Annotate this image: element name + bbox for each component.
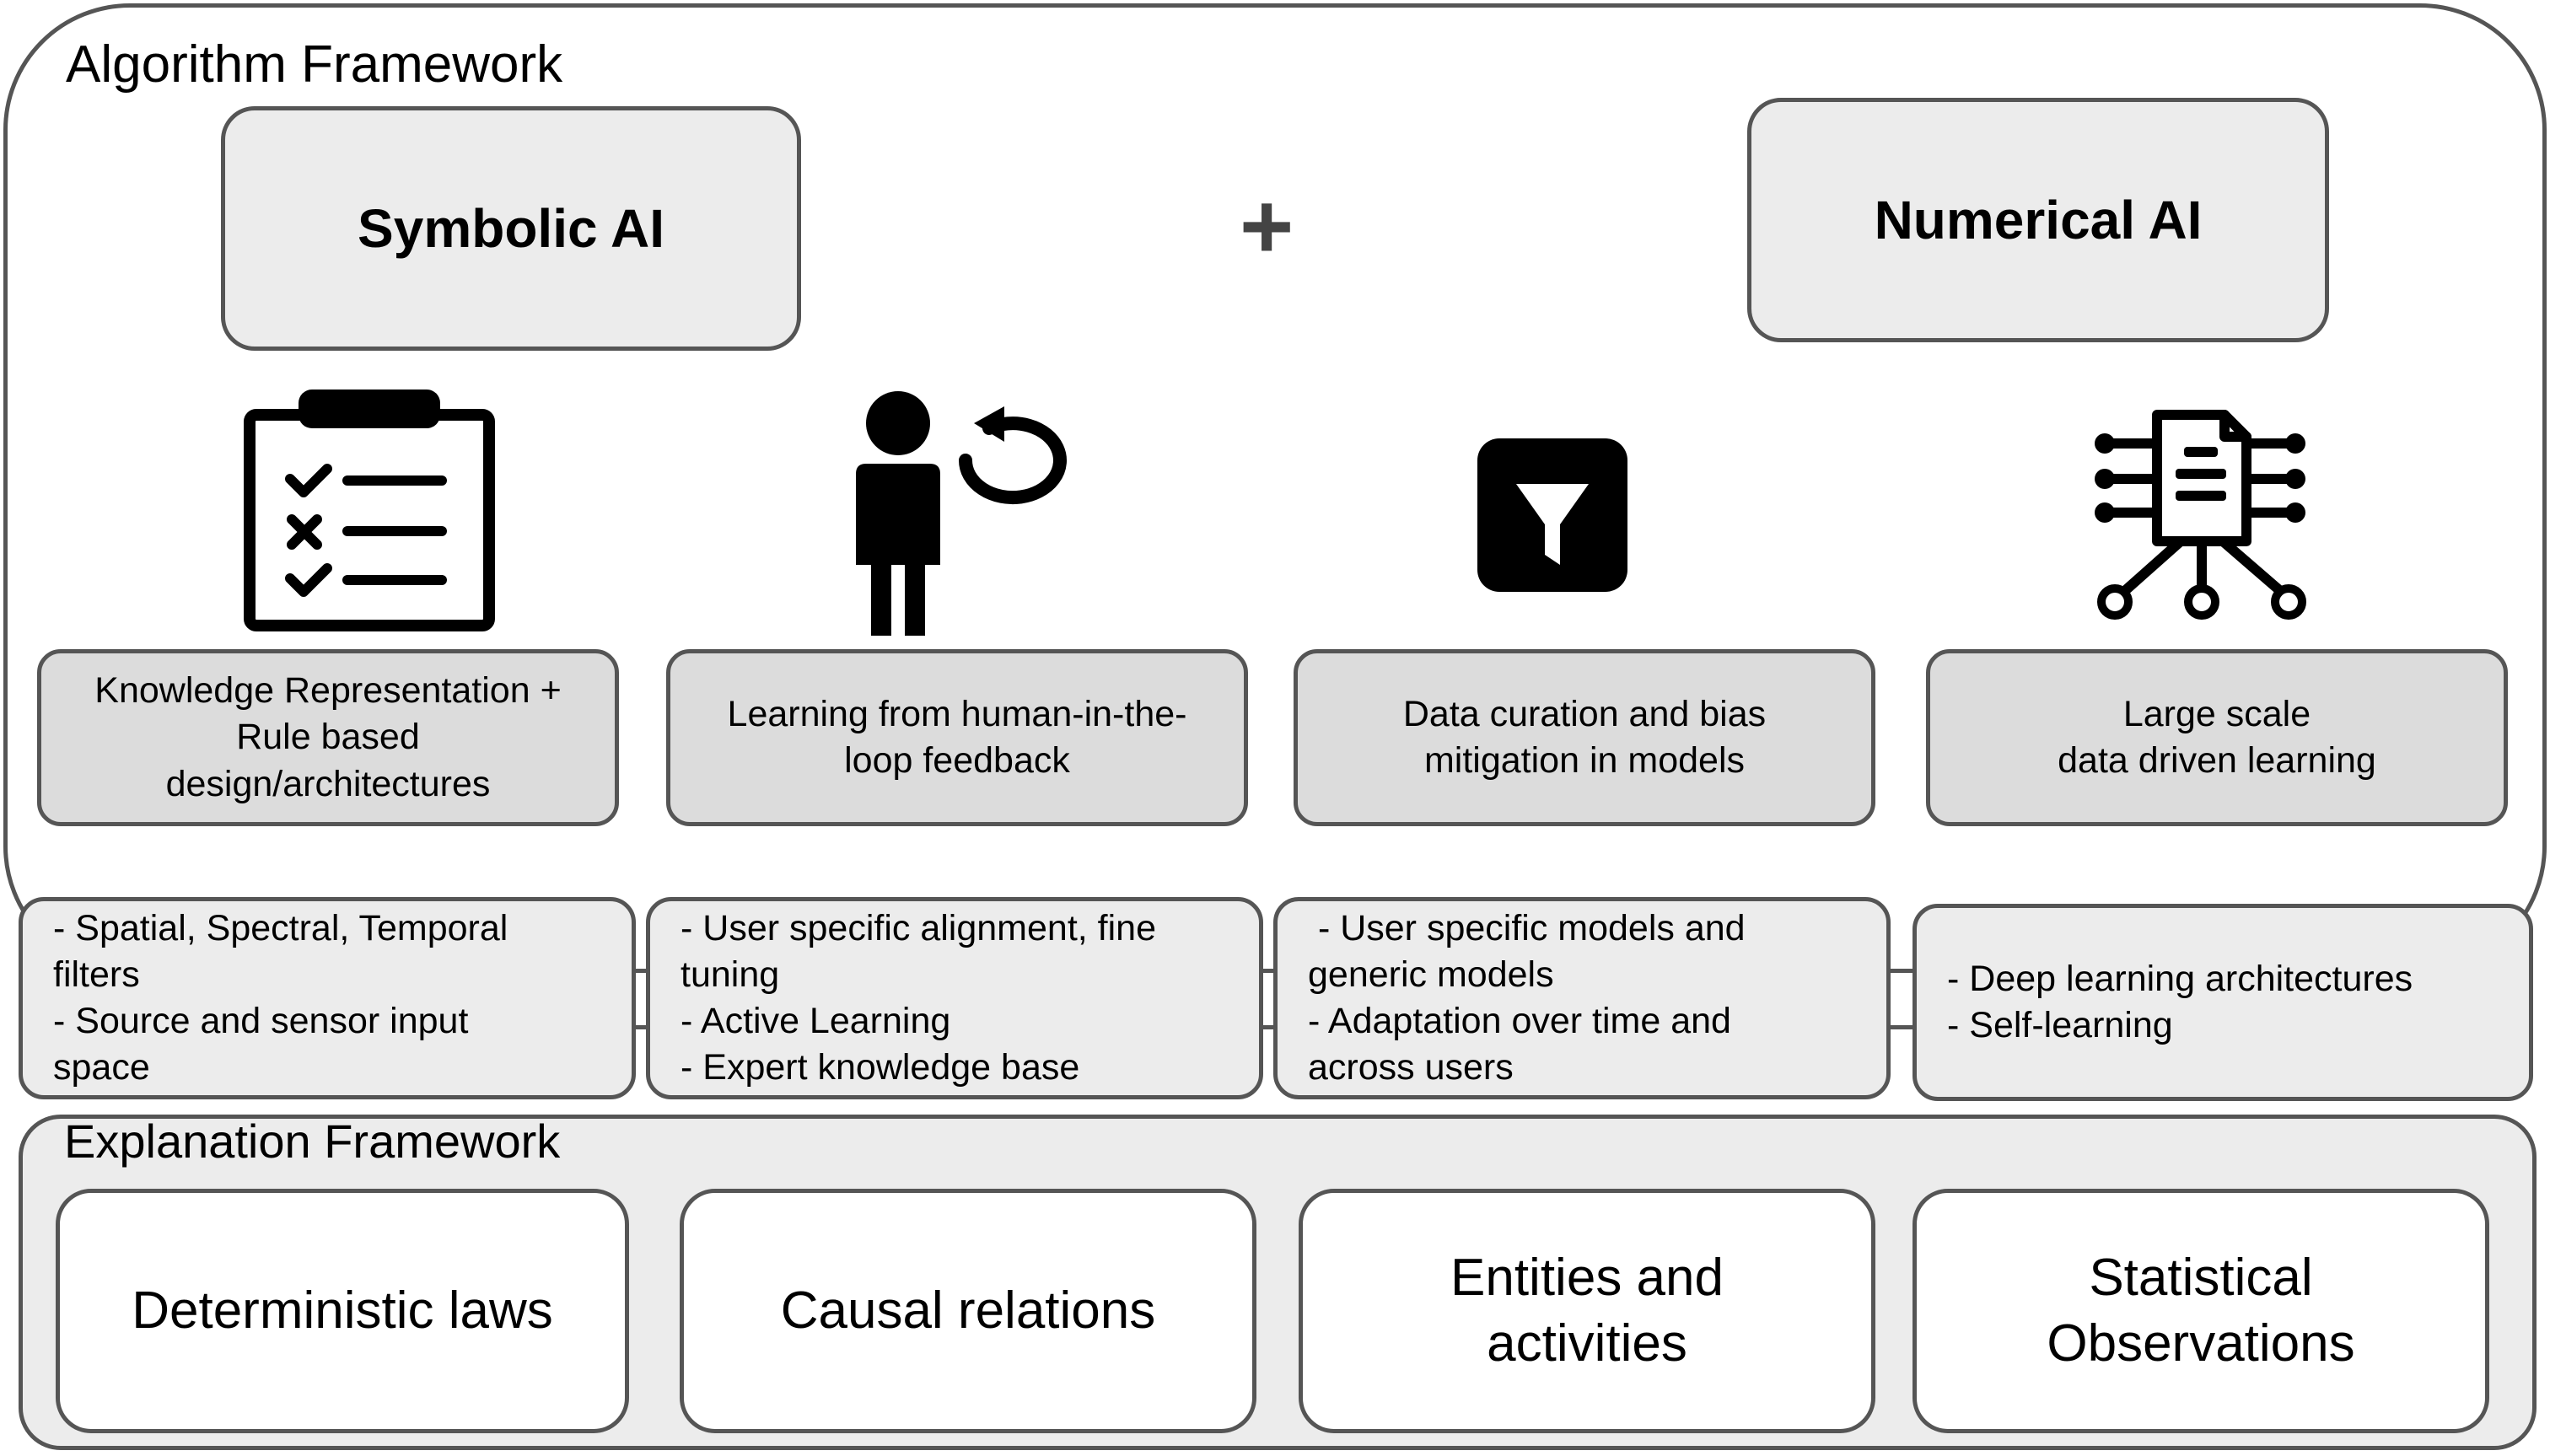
detail-line: - Source and sensor input [53,1001,469,1041]
checklist-icon [243,386,496,637]
algorithm-framework-title: Algorithm Framework [66,35,563,94]
concept-line: Large scale [2122,693,2311,734]
detail-line: generic models [1308,954,1554,995]
explanation-statistical-observations: Statistical Observations [1912,1189,2489,1433]
concept-line: Knowledge Representation + [94,670,562,712]
human-feedback-icon [839,390,1084,643]
data-network-icon [2090,406,2311,626]
detail-connector [1887,1025,1916,1029]
explanation-line: Observations [2047,1314,2355,1373]
detail-line: - Expert knowledge base [681,1047,1080,1088]
explanation-line: Deterministic laws [132,1281,553,1340]
concept-line: loop feedback [844,740,1070,781]
plus-sign: + [1240,175,1294,278]
concept-line: mitigation in models [1423,740,1745,781]
concept-knowledge-representation: Knowledge Representation + Rule based de… [37,649,619,826]
concept-line: Data curation and bias [1402,693,1767,734]
detail-line: tuning [681,954,780,995]
detail-deep-learning: - Deep learning architectures - Self-lea… [1912,904,2533,1101]
concept-line: Rule based [236,717,420,758]
detail-line: - Deep learning architectures [1947,958,2413,999]
concept-large-scale-learning: Large scale data driven learning [1926,649,2508,826]
detail-line: - User specific models and [1308,907,1746,948]
explanation-causal-relations: Causal relations [680,1189,1256,1433]
concept-data-curation: Data curation and bias mitigation in mod… [1294,649,1875,826]
symbolic-ai-box: Symbolic AI [221,106,801,351]
filter-icon [1476,437,1629,598]
detail-line: space [53,1047,150,1088]
concept-line: Learning from human-in-the- [727,693,1187,734]
detail-line: - User specific alignment, fine [681,907,1156,948]
detail-line: - Spatial, Spectral, Temporal [53,907,508,948]
concept-human-in-the-loop: Learning from human-in-the- loop feedbac… [666,649,1248,826]
detail-symbolic-filters: - Spatial, Spectral, Temporal filters - … [19,897,636,1099]
numerical-ai-box: Numerical AI [1747,98,2329,342]
explanation-entities-activities: Entities and activities [1299,1189,1875,1433]
explanation-framework-title: Explanation Framework [64,1115,561,1168]
detail-line: - Active Learning [681,1001,951,1041]
concept-line: data driven learning [2058,740,2376,781]
detail-line: filters [53,954,140,995]
explanation-line: Statistical [2089,1248,2313,1307]
explanation-line: Entities and [1450,1248,1724,1307]
concept-line: design/architectures [165,763,491,804]
detail-human-alignment: - User specific alignment, fine tuning -… [646,897,1263,1099]
detail-line: - Adaptation over time and [1308,1001,1731,1041]
explanation-line: activities [1487,1314,1687,1373]
explanation-line: Causal relations [780,1281,1156,1340]
detail-user-models: - User specific models and generic model… [1273,897,1891,1099]
detail-connector [1262,1025,1278,1029]
detail-line: across users [1308,1047,1514,1088]
detail-line: - Self-learning [1947,1005,2173,1045]
explanation-deterministic-laws: Deterministic laws [56,1189,629,1433]
detail-connector [634,1025,651,1029]
